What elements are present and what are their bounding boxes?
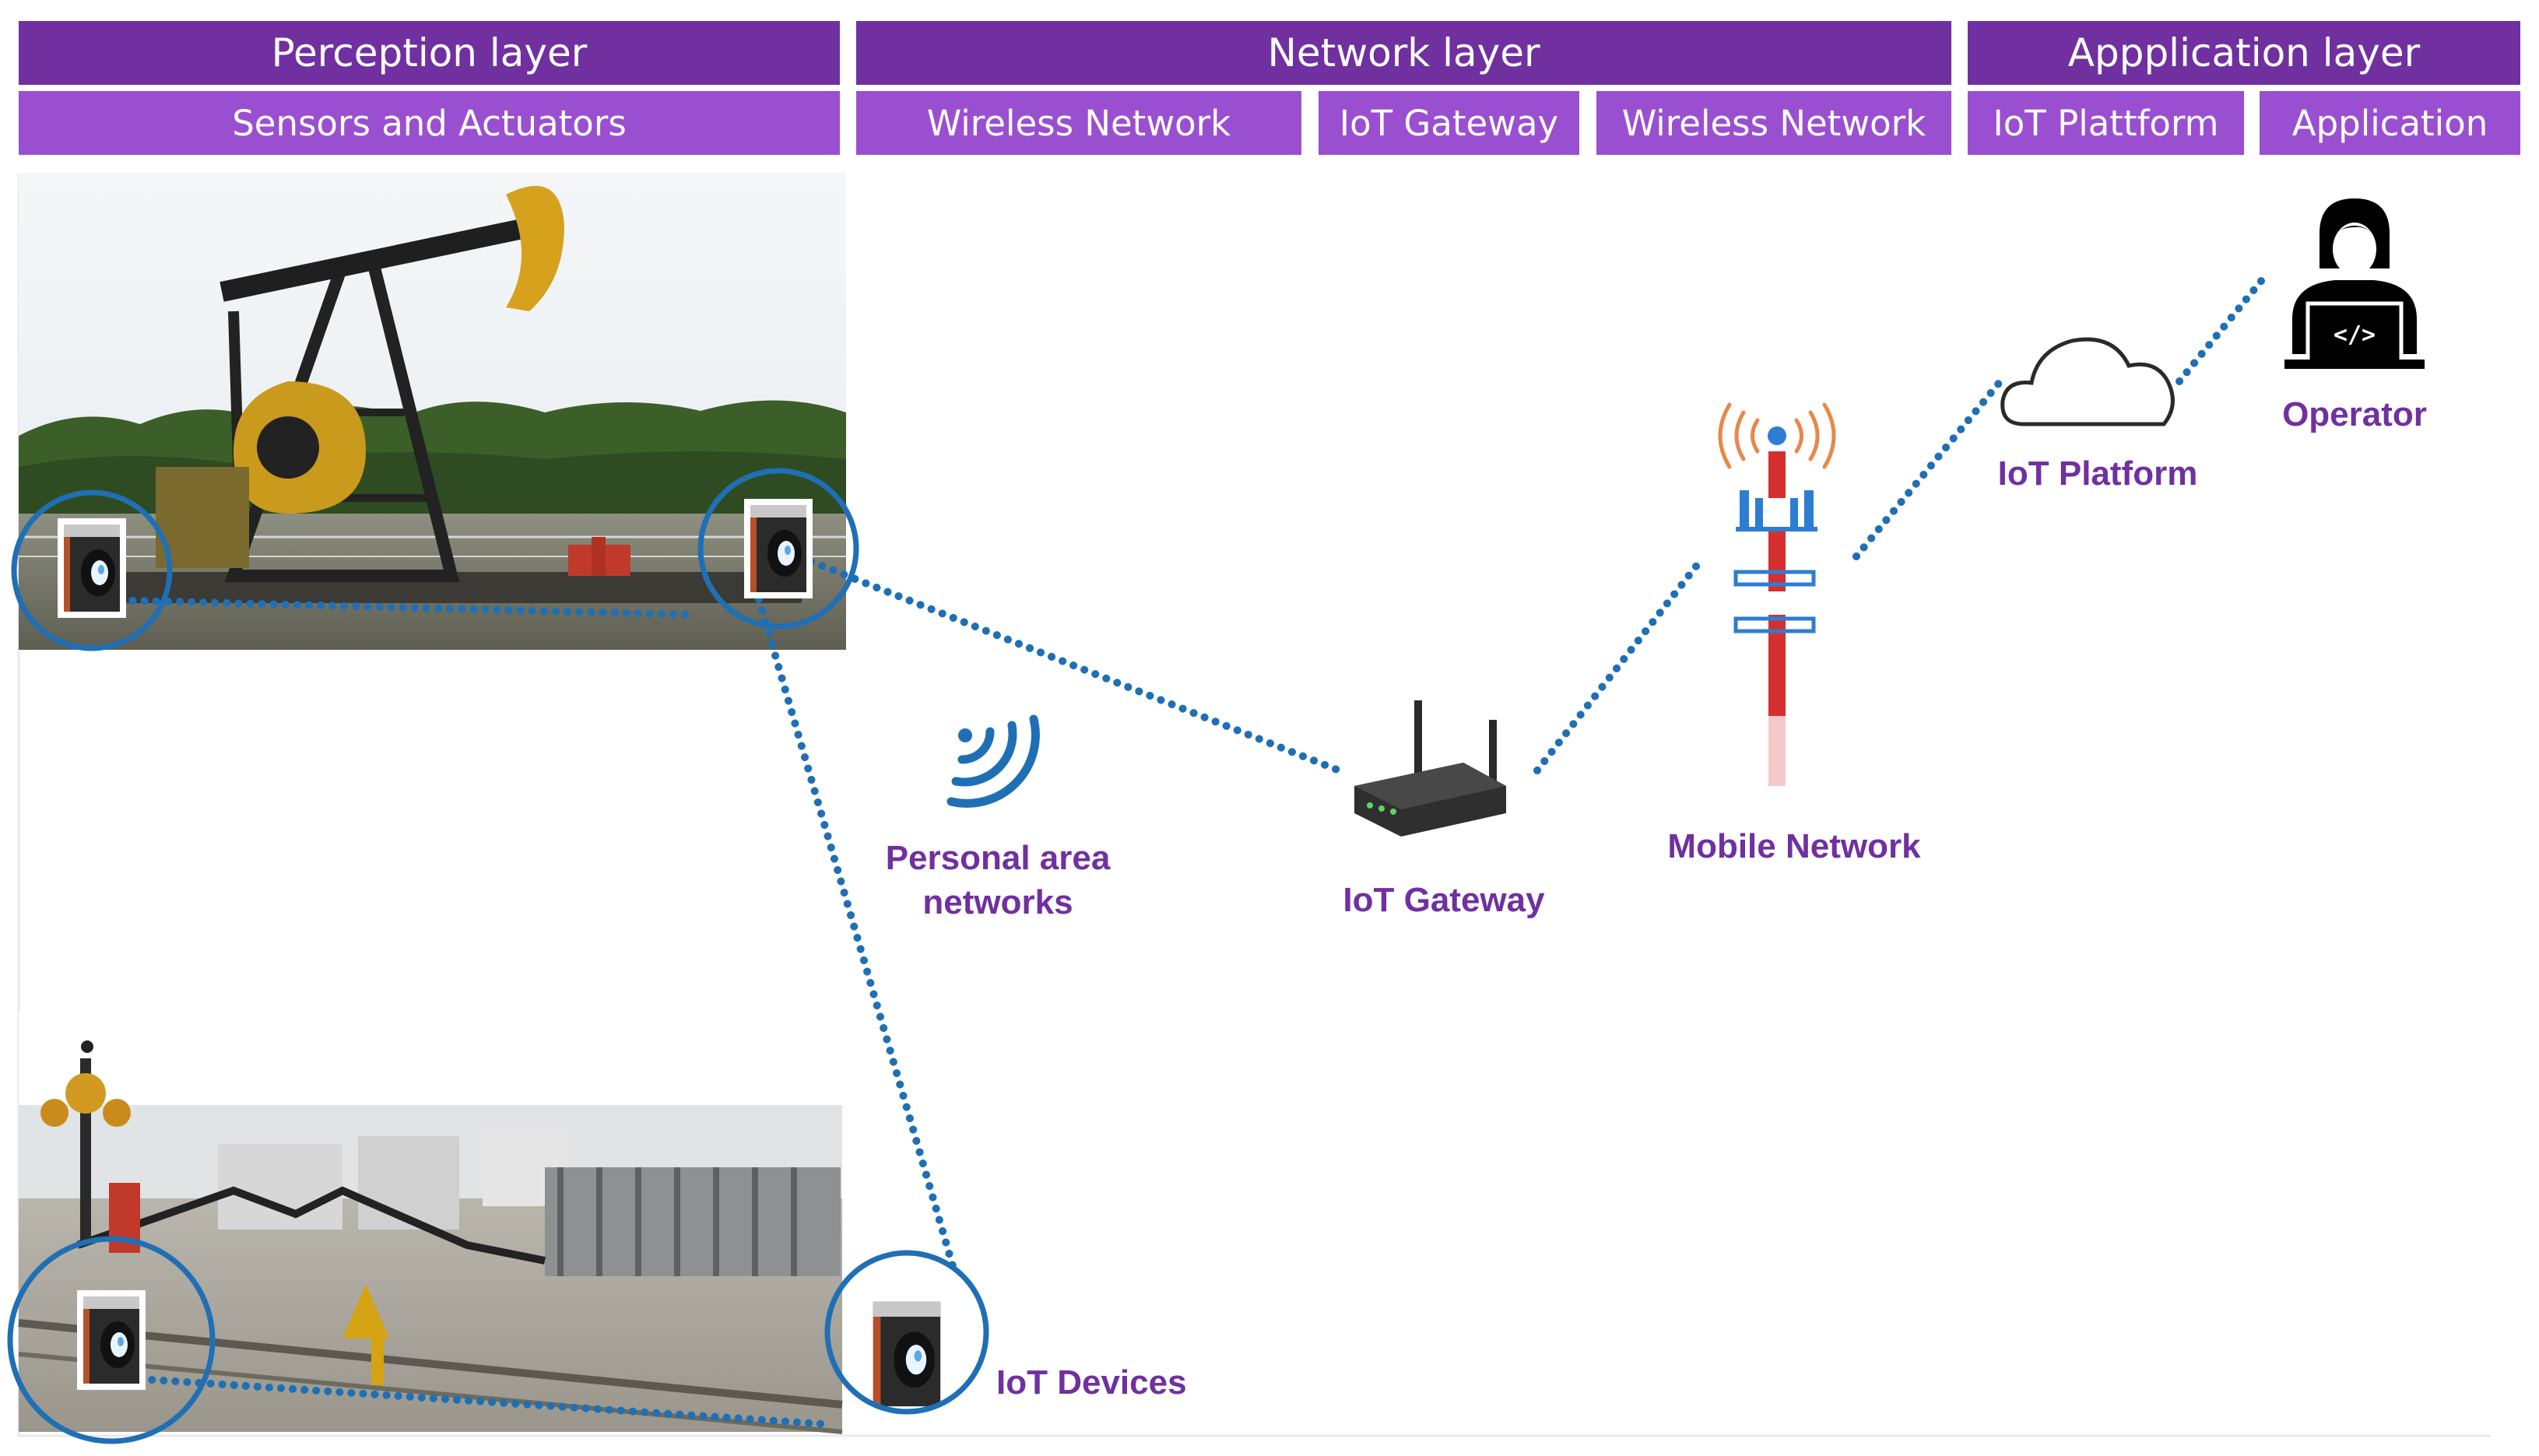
pumpjack-photo [19,173,846,650]
wireless-network-header-2: Wireless Network [1596,91,1951,155]
sensor-icon [11,489,173,651]
cloud-icon [2000,337,2175,426]
sensor-icon [7,1236,216,1444]
dotted-links [70,272,2269,1428]
application-layer-header: Appplication layer [1968,21,2520,85]
network-layer-header: Network layer [856,21,1951,85]
personal-area-networks-label: Personal area networks [850,836,1146,924]
operator-icon: </> [2284,198,2425,369]
wireless-network-header-1: Wireless Network [856,91,1301,155]
mobile-network-label: Mobile Network [1667,827,1921,865]
personal-area-line2: networks [922,883,1073,921]
iot-plattform-header: IoT Plattform [1968,91,2244,155]
iot-devices-label: IoT Devices [996,1363,1187,1402]
wifi-icon [946,714,1040,808]
application-header: Application [2260,91,2520,155]
svg-text:</>: </> [2334,321,2376,349]
wellsite-photo [18,1012,843,1434]
sensor-icon [824,1250,989,1415]
personal-area-line1: Personal area [885,839,1111,877]
cell-tower-icon [1718,402,1836,786]
router-icon [1354,700,1506,837]
sensors-actuators-header: Sensors and Actuators [19,91,840,155]
iot-gateway-header: IoT Gateway [1319,91,1579,155]
iot-gateway-label: IoT Gateway [1343,881,1545,919]
iot-platform-label: IoT Platform [1997,454,2198,493]
operator-label: Operator [2282,395,2427,433]
perception-layer-header: Perception layer [19,21,840,85]
sensor-icon [697,468,859,630]
